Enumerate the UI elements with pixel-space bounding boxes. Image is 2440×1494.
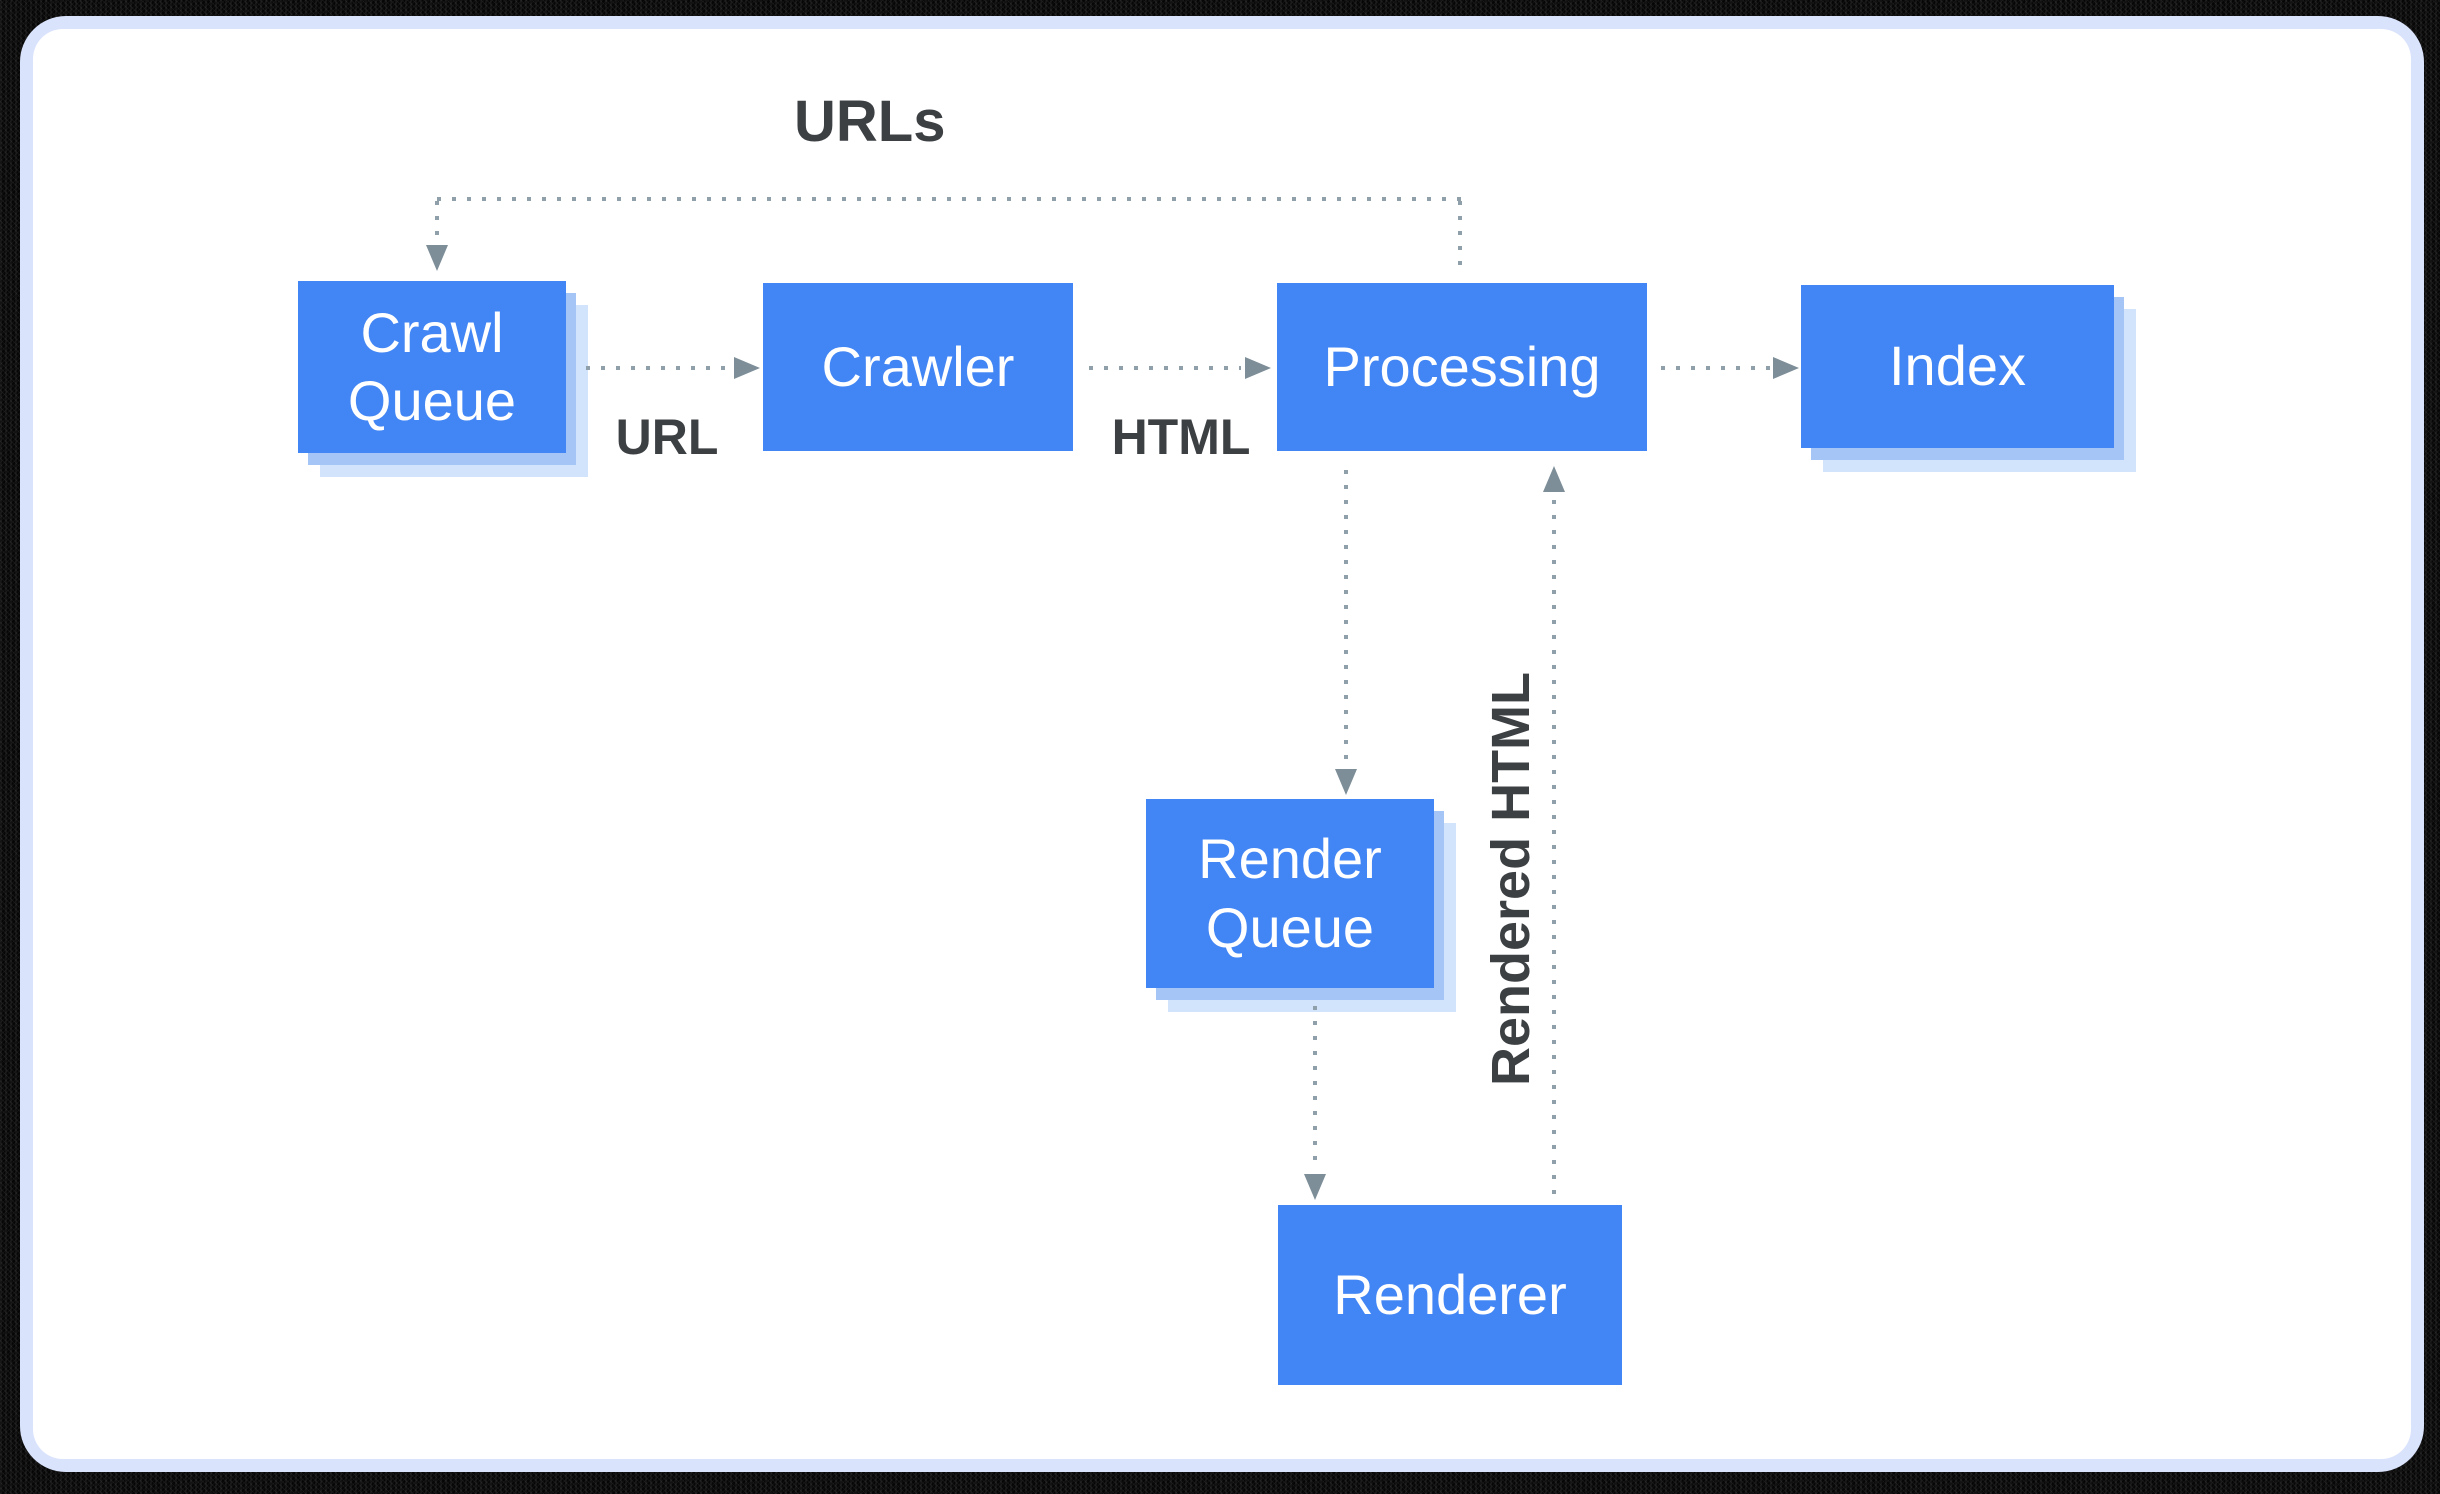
connector-crawlqueue-crawler: [586, 366, 732, 370]
node-label-line: Queue: [347, 369, 517, 432]
node-label-line: Crawler: [821, 334, 1015, 398]
edge-label-rendered-html: Rendered HTML: [1481, 671, 1541, 1086]
connector-crawler-processing: [1089, 366, 1241, 370]
diagram-node-render-queue: Render Queue: [1146, 799, 1434, 988]
diagram-node-processing: Processing: [1277, 283, 1647, 451]
node-label-line: Queue: [1205, 895, 1375, 959]
connector-urls-right-vertical: [1458, 201, 1462, 275]
diagram-canvas: [33, 29, 2411, 1459]
diagram-node-crawl-queue: Crawl Queue: [298, 281, 566, 453]
edge-label-url: URL: [615, 409, 719, 465]
edge-label-urls: URLs: [794, 89, 946, 154]
node-label-line: Renderer: [1333, 1262, 1567, 1326]
node-label-line: Index: [1889, 334, 2026, 398]
connector-processing-index: [1661, 366, 1771, 370]
connector-urls-left-vertical: [435, 201, 439, 243]
diagram-node-renderer: Renderer: [1278, 1205, 1622, 1385]
node-label-line: Crawl: [360, 300, 504, 364]
connector-urls-horizontal: [437, 197, 1462, 201]
diagram-node-crawler: Crawler: [763, 283, 1073, 451]
connector-renderqueue-renderer: [1313, 1006, 1317, 1170]
connector-renderer-processing: [1552, 500, 1556, 1196]
edge-label-html: HTML: [1111, 409, 1251, 465]
diagram-node-index: Index: [1801, 285, 2114, 448]
connector-processing-renderqueue: [1344, 470, 1348, 766]
node-label-line: Processing: [1323, 334, 1601, 398]
node-label-line: Render: [1198, 827, 1382, 891]
